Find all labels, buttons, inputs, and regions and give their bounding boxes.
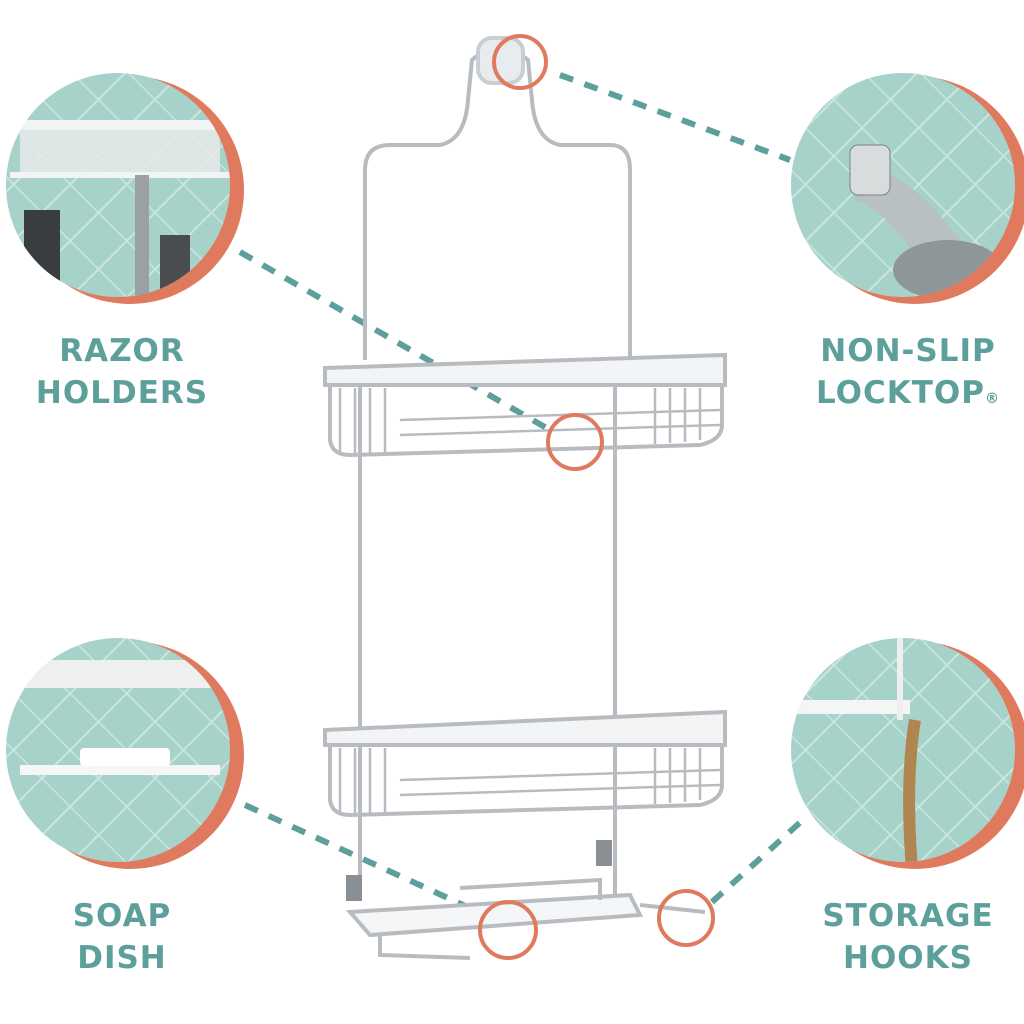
- label-line: HOLDERS: [35, 375, 209, 411]
- label-line: NON-SLIP: [820, 333, 996, 369]
- label-line: DISH: [77, 940, 167, 976]
- label-line: STORAGE: [822, 898, 994, 934]
- connector-lines: [238, 72, 808, 918]
- shower-caddy: [323, 36, 727, 960]
- razor-holders-label: RAZOR HOLDERS: [0, 330, 252, 414]
- soap-dish-label: SOAP DISH: [0, 895, 252, 979]
- razor-holder-detail-circle: [6, 73, 244, 304]
- label-line: RAZOR: [59, 333, 185, 369]
- label-text: LOCKTOP: [816, 375, 985, 411]
- non-slip-locktop-label: NON-SLIP LOCKTOP®: [778, 330, 1024, 414]
- storage-hooks-detail-circle: [791, 638, 1024, 869]
- highlight-rings: [478, 34, 715, 960]
- locktop-detail-circle: [791, 73, 1024, 304]
- label-line: SOAP: [72, 898, 172, 934]
- registered-mark: ®: [985, 391, 1000, 407]
- soap-dish-detail-circle: [6, 638, 244, 869]
- label-line: LOCKTOP®: [778, 372, 1024, 414]
- storage-hooks-label: STORAGE HOOKS: [778, 895, 1024, 979]
- label-line: HOOKS: [843, 940, 973, 976]
